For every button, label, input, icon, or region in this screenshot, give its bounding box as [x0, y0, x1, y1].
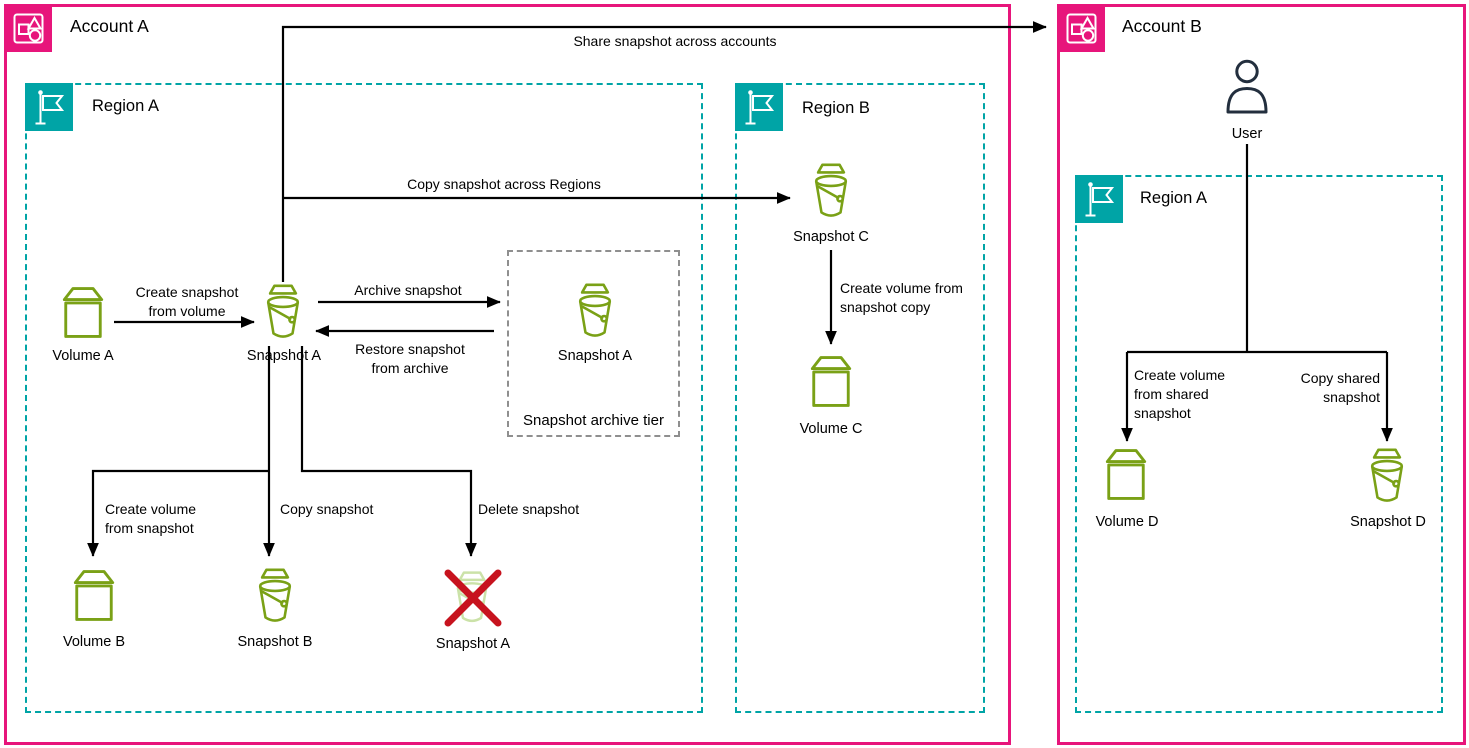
snapshot-archive-tier-title: Snapshot archive tier: [523, 412, 664, 429]
snapshot-icon: [578, 283, 612, 337]
snapshot-icon: [1370, 448, 1404, 502]
snapshot-c-label: Snapshot C: [793, 229, 869, 245]
delete-snapshot-label: Delete snapshot: [478, 501, 580, 517]
snapshot-icon: [814, 163, 848, 217]
region-flag-icon: [735, 83, 783, 131]
volume-a-label: Volume A: [52, 348, 114, 364]
account-icon: [4, 4, 52, 52]
account-a-box: [4, 4, 1011, 745]
user-icon: [1226, 59, 1268, 114]
volume-d-label: Volume D: [1095, 514, 1159, 530]
account-b-box: [1057, 4, 1466, 745]
region-flag-icon: [25, 83, 73, 131]
copy-snapshot-label: Copy snapshot: [280, 501, 374, 517]
account-a-title: Account A: [70, 16, 149, 36]
snapshot-d-label: Snapshot D: [1350, 514, 1426, 530]
share-snapshot-across-accounts-label: Share snapshot across accounts: [573, 33, 777, 49]
region-a-title: Region A: [92, 97, 159, 115]
copy-snapshot-across-regions-label: Copy snapshot across Regions: [407, 176, 601, 192]
volume-icon: [810, 356, 852, 407]
delete-x-icon: [444, 569, 502, 627]
restore-snapshot-from-archive-label: Restore snapshot from archive: [355, 341, 465, 376]
account-b-title: Account B: [1122, 16, 1202, 36]
snapshot-icon: [258, 568, 292, 622]
region-b-box: [735, 83, 985, 713]
snapshot-archive-tier-box: Snapshot archive tier: [507, 250, 680, 437]
volume-icon: [73, 570, 115, 621]
create-volume-from-snapshot-label: Create volume from snapshot: [105, 501, 197, 536]
region-b-title: Region B: [802, 99, 870, 117]
region-flag-icon: [1075, 175, 1123, 223]
volume-icon: [62, 287, 104, 338]
account-icon: [1057, 4, 1105, 52]
snapshot-a-label: Snapshot A: [246, 348, 322, 364]
volume-c-label: Volume C: [799, 421, 863, 437]
account-b-region-a-box: [1075, 175, 1443, 713]
create-snapshot-from-volume-label: Create snapshot from volume: [135, 284, 239, 319]
user-label: User: [1231, 126, 1263, 142]
deleted-snapshot-a-label: Snapshot A: [435, 636, 511, 652]
create-volume-from-snapshot-copy-label: Create volume from snapshot copy: [840, 280, 963, 315]
snapshot-icon: [266, 284, 300, 338]
snapshot-b-label: Snapshot B: [237, 634, 313, 650]
copy-shared-snapshot-label: Copy shared snapshot: [1300, 370, 1380, 405]
account-b-region-a-title: Region A: [1140, 189, 1207, 207]
archived-snapshot-a-label: Snapshot A: [557, 348, 633, 364]
volume-b-label: Volume B: [62, 634, 126, 650]
create-volume-from-shared-snapshot-label: Create volume from shared snapshot: [1134, 367, 1226, 421]
volume-icon: [1105, 449, 1147, 500]
archive-snapshot-label: Archive snapshot: [354, 282, 462, 298]
